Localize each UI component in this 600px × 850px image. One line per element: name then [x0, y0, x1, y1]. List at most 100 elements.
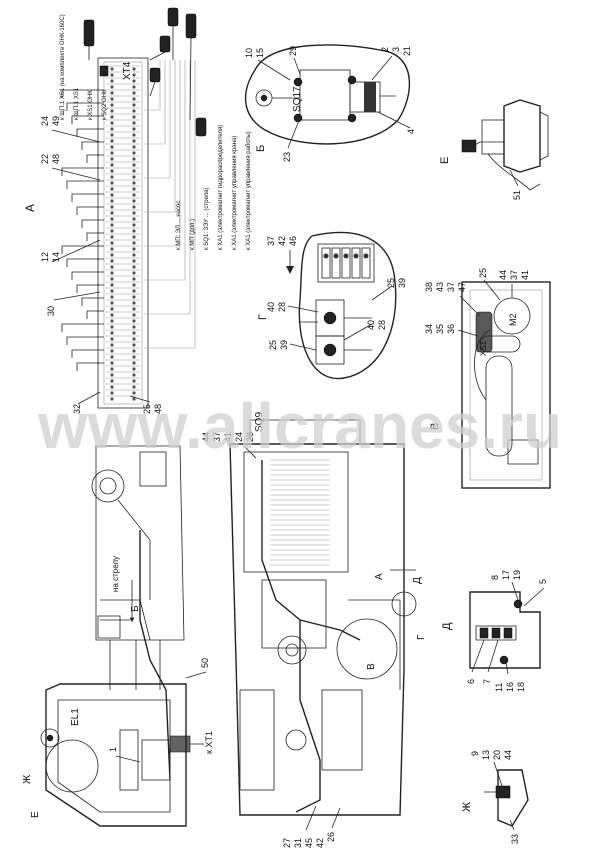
sq9-label: SQ9 [254, 412, 265, 432]
svg-text:41: 41 [223, 432, 233, 442]
tag-8-17-19: 8 17 19 [490, 570, 522, 601]
view-g-cut-letter: Г [416, 634, 427, 640]
xt4-connection-label: к МП (доп.) [190, 219, 196, 250]
xt4-label: XT4 [122, 61, 133, 80]
svg-text:47: 47 [457, 282, 467, 292]
xt4-connection-label: к XA1 (электромагнит управления работы) [246, 131, 252, 250]
svg-text:42: 42 [315, 838, 325, 848]
tag-44-37-41: 44 37 41 [498, 270, 530, 298]
xt4-connection-labels: к ЩП.1 XS1 (на комплекте ОНК-160С) к ЩП.1… [60, 14, 252, 250]
view-v-letter: В [429, 423, 441, 430]
tag-29: 29 [288, 46, 301, 75]
svg-text:25: 25 [142, 404, 152, 414]
svg-text:37: 37 [509, 270, 519, 280]
tag-26: 26 [326, 807, 341, 842]
tag-40-28-top: 40 28 [266, 302, 319, 313]
svg-text:44: 44 [201, 432, 211, 442]
xt4-connection-label: к ЩП.1 XS1 [74, 87, 80, 120]
svg-text:12: 12 [40, 252, 50, 262]
watermark: www.allcranes.ru [37, 390, 562, 462]
svg-text:28: 28 [245, 432, 255, 442]
tag-44-37-41-24-28: 44 37 41 24 28 [201, 432, 257, 459]
svg-text:13: 13 [481, 750, 491, 760]
xt4-connection-label: к SQ1: 3ЭУ ... (стрела) [204, 188, 210, 250]
svg-text:33: 33 [510, 834, 520, 844]
view-v-cut-letter: В [366, 663, 377, 670]
view-b-letter: Б [255, 145, 267, 152]
svg-text:46: 46 [288, 236, 298, 246]
tag-22-48: 22 48 [40, 154, 101, 181]
svg-text:24: 24 [40, 116, 50, 126]
tag-50: 50 [185, 658, 210, 679]
svg-text:37: 37 [446, 282, 456, 292]
svg-text:28: 28 [377, 320, 387, 330]
svg-text:38: 38 [424, 282, 434, 292]
svg-text:21: 21 [402, 46, 412, 56]
svg-text:26: 26 [326, 832, 336, 842]
view-zh-lamp: Ж 9 13 20 44 33 [461, 750, 529, 844]
svg-text:23: 23 [282, 152, 292, 162]
xs1-label: XS1 [479, 340, 488, 356]
view-g-marker [336, 618, 398, 680]
view-b-cut-letter: Б [130, 605, 141, 612]
view-d-cut-letter: Д [412, 577, 423, 584]
svg-text:16: 16 [505, 682, 515, 692]
xt4-terminals [106, 65, 140, 401]
tag-25-pump: 25 [478, 268, 501, 301]
xt4-connection-label: к ЩП.1 XS1 (на комплекте ОНК-160С) [60, 14, 66, 120]
xt1-label: к XT1 [204, 731, 214, 754]
svg-text:39: 39 [279, 340, 289, 350]
svg-text:25: 25 [478, 268, 488, 278]
xt4-wire-bundle [61, 60, 196, 371]
svg-text:50: 50 [200, 658, 210, 668]
svg-text:44: 44 [503, 750, 513, 760]
view-zh-letter: Ж [461, 802, 473, 812]
view-e-marker [45, 739, 99, 793]
svg-text:17: 17 [501, 570, 511, 580]
view-g-letter: Г [257, 314, 269, 320]
tag-5: 5 [523, 579, 548, 607]
tag-4: 4 [377, 111, 416, 134]
xt4-connection-label: к XA1 (электромагнит гидрораспределителя… [218, 125, 224, 250]
svg-text:35: 35 [435, 324, 445, 334]
crane-main-view: на стрелу Б А Д Г В Е Ж EL1 к XT1 SQ9 44… [22, 412, 427, 848]
el1-label: EL1 [70, 708, 81, 726]
tag-38-43-37-47: 38 43 37 47 [424, 282, 481, 317]
tag-37-42-46: 37 42 46 [266, 236, 298, 274]
view-d-bracket: Д 8 17 19 5 6 7 11 16 18 [441, 570, 548, 692]
svg-text:18: 18 [516, 682, 526, 692]
tag-7: 7 [482, 639, 499, 684]
tag-25-48: 25 48 [129, 395, 163, 414]
svg-text:25: 25 [268, 340, 278, 350]
tag-30: 30 [46, 291, 101, 316]
svg-text:11: 11 [494, 683, 504, 692]
svg-text:5: 5 [538, 579, 548, 584]
xt4-connectors [83, 7, 207, 137]
svg-text:32: 32 [72, 404, 82, 414]
svg-text:42: 42 [277, 236, 287, 246]
svg-text:28: 28 [277, 302, 287, 312]
svg-text:51: 51 [512, 190, 522, 200]
view-a-letter: А [23, 204, 37, 212]
svg-text:43: 43 [435, 282, 445, 292]
svg-text:4: 4 [406, 129, 416, 134]
tag-6: 6 [466, 639, 485, 684]
tag-33: 33 [509, 819, 520, 844]
xt4-connection-label: к МП: ЭЛ ... насос [176, 201, 182, 250]
svg-text:45: 45 [304, 838, 314, 848]
tag-23: 23 [282, 117, 301, 162]
svg-text:48: 48 [51, 154, 61, 164]
tag-40-28-bottom: 40 28 [343, 320, 387, 341]
xt4-connection-label: к XS1 ОНК [88, 90, 94, 120]
svg-text:20: 20 [492, 750, 502, 760]
tag-1: 1 [108, 747, 141, 763]
svg-text:25: 25 [386, 278, 396, 288]
tag-51: 51 [509, 169, 522, 200]
tag-27-31-45-42: 27 31 45 42 [282, 805, 325, 848]
view-zh-marker [40, 728, 60, 748]
svg-text:24: 24 [234, 432, 244, 442]
tag-25-39-top: 25 39 [371, 278, 407, 301]
svg-text:7: 7 [482, 679, 492, 684]
svg-text:1: 1 [108, 747, 118, 752]
